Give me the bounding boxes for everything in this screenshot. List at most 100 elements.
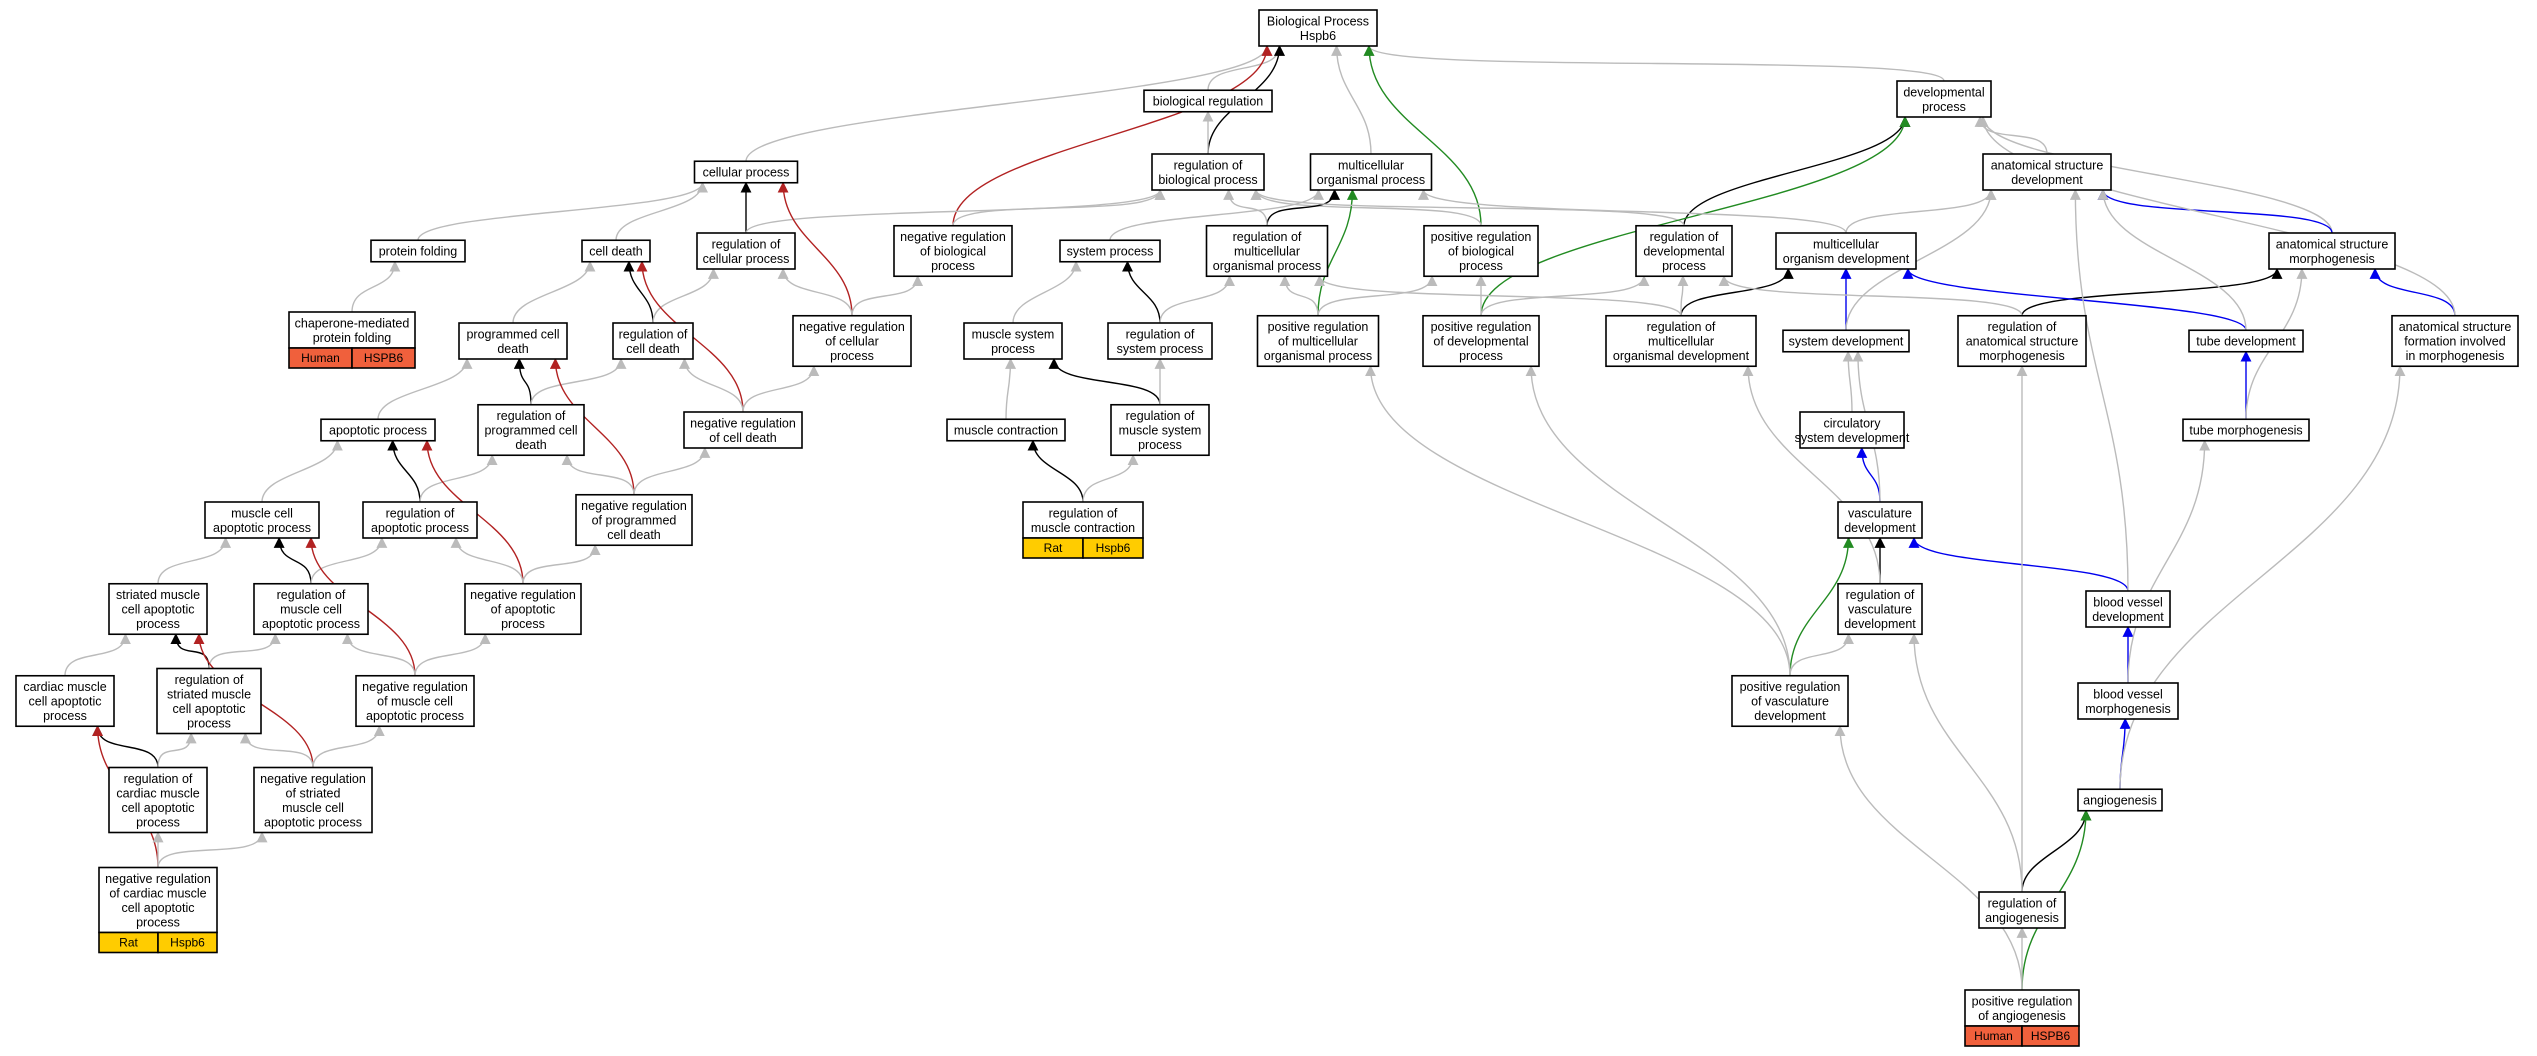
edge-path <box>745 44 1273 162</box>
node-label-line: cellular process <box>703 166 790 180</box>
gene-cell <box>1082 537 1144 559</box>
edge-path <box>2369 267 2456 316</box>
edge-path <box>777 267 853 316</box>
edge-path <box>742 365 820 413</box>
node-label-line: striated muscle <box>116 588 200 602</box>
go-term-node[interactable]: tube development <box>2188 329 2304 353</box>
go-term-node[interactable]: biological regulation <box>1143 89 1273 113</box>
go-term-node[interactable]: system process <box>1059 239 1161 263</box>
edge-path <box>952 44 1273 226</box>
node-label-line: tube development <box>2196 335 2296 349</box>
node-label-line: multicellular <box>1234 245 1300 259</box>
edge-is-a <box>1742 365 1881 584</box>
edge-path <box>273 536 312 584</box>
go-term-node[interactable]: cellular process <box>693 160 799 184</box>
edge-is-a <box>1677 275 1689 316</box>
node-label-line: organism development <box>1783 252 1910 266</box>
node-label-line: anatomical structure <box>2399 320 2512 334</box>
node-box <box>477 403 585 457</box>
node-box <box>2085 590 2171 628</box>
edge-path <box>1005 357 1017 420</box>
edge-regulates <box>1680 267 1794 316</box>
edge-path <box>351 260 401 313</box>
edge-path <box>261 439 343 503</box>
edge-path <box>745 188 1166 234</box>
edge-path <box>1331 44 1372 155</box>
edge-path <box>387 439 421 503</box>
edge-is-a <box>1418 188 1847 234</box>
go-term-node[interactable]: cell death <box>581 239 651 263</box>
node-label-line: of programmed <box>592 514 677 528</box>
node-label-line: regulation of <box>1126 409 1195 423</box>
node-label-line: regulation of <box>712 237 781 251</box>
node-box <box>1896 80 1992 118</box>
go-term-node[interactable]: system development <box>1782 329 1910 353</box>
go-term-node[interactable]: apoptotic process <box>320 418 436 442</box>
node-box <box>2391 314 2519 368</box>
go-term-node[interactable]: protein folding <box>370 239 466 263</box>
node-label-line: cell apoptotic <box>122 901 195 915</box>
edge-regulates <box>2021 267 2283 316</box>
edge-is-a <box>522 544 601 584</box>
node-box <box>1782 329 1910 353</box>
edge-is-a <box>851 275 924 316</box>
node-box <box>1151 153 1265 191</box>
edge-regulates <box>92 725 159 768</box>
go-term-node[interactable]: angiogenesis <box>2077 788 2163 812</box>
node-label-line: negative regulation <box>470 588 576 602</box>
go-term-node[interactable]: muscle contraction <box>946 418 1066 442</box>
node-box <box>1110 403 1210 457</box>
go-term-node[interactable]: tube morphogenesis <box>2182 418 2310 442</box>
edge-is-a <box>377 357 473 420</box>
